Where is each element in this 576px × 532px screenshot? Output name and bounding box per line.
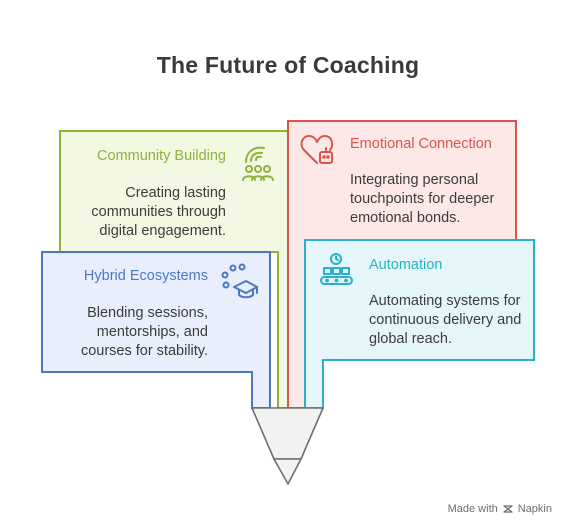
automation-description: Automating systems for continuous delive… (369, 293, 522, 347)
conveyor-clock-icon (318, 252, 354, 293)
graduation-network-icon (220, 263, 258, 304)
made-with-label: Made with (447, 503, 498, 515)
hybrid-description: Blending sessions, mentorships, and cour… (80, 305, 208, 359)
napkin-brand: Napkin (517, 503, 552, 515)
funnel-top (251, 407, 324, 460)
heart-robot-icon (299, 133, 335, 172)
napkin-logo-icon (503, 505, 513, 513)
emotional-heading: Emotional Connection (350, 136, 492, 152)
emotional-description: Integrating personal touchpoints for dee… (350, 172, 495, 226)
hybrid-heading: Hybrid Ecosystems (83, 268, 208, 284)
funnel-tip (273, 458, 302, 485)
made-with-napkin-footer: Made with Napkin (448, 503, 552, 515)
automation-heading: Automation (369, 257, 443, 273)
page-title: The Future of Coaching (156, 52, 420, 78)
community-description: Creating lasting communities through dig… (91, 185, 226, 239)
community-icon (240, 142, 276, 187)
community-heading: Community Building (97, 148, 226, 164)
